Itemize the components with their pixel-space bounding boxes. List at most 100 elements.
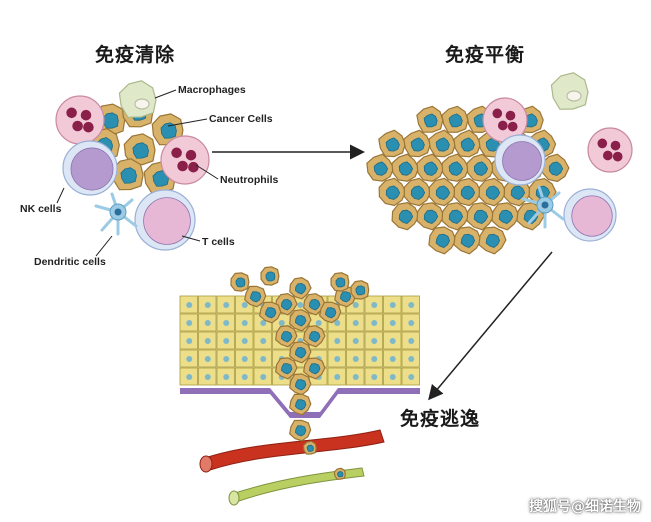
watermark: 搜狐号@细诺生物 xyxy=(529,499,641,515)
epithelial-cell xyxy=(179,349,198,368)
cancer-cell xyxy=(453,177,482,207)
cancer-cell xyxy=(416,105,444,133)
cancer-cell xyxy=(516,202,545,231)
epithelial-cell xyxy=(364,349,383,368)
lymph-vessel xyxy=(231,467,365,503)
epithelial-cell xyxy=(253,349,272,368)
cancer-cell xyxy=(403,177,432,207)
cancer-cell xyxy=(453,226,482,255)
cancer-cell xyxy=(391,201,420,231)
epithelial-cell xyxy=(383,349,402,368)
epithelial-cell xyxy=(401,331,420,350)
label-nk-cells: NK cells xyxy=(20,203,62,215)
epithelial-cell xyxy=(216,367,235,386)
cancer-cell xyxy=(366,153,395,182)
epithelial-cell xyxy=(198,367,217,386)
epithelial-cell xyxy=(383,313,402,332)
cancer-cell xyxy=(441,105,469,133)
macrophage xyxy=(550,72,589,110)
epithelial-cell xyxy=(253,331,272,350)
cancer-cell xyxy=(416,153,445,182)
cancer-cell xyxy=(289,341,312,364)
epithelial-cell xyxy=(346,331,365,350)
epithelial-cell xyxy=(198,349,217,368)
pointer-neutrophils xyxy=(195,164,219,180)
cancer-cell xyxy=(441,202,470,231)
cancer-cell xyxy=(428,129,457,158)
epithelial-cell xyxy=(364,331,383,350)
vessel-lumen xyxy=(199,455,213,473)
arrow-equilibrium-to-escape xyxy=(428,251,553,401)
cancer-cell xyxy=(275,357,298,380)
cancer-cell xyxy=(333,467,346,480)
cancer-cell xyxy=(302,440,317,455)
cancer-cell xyxy=(478,226,507,255)
cancer-cell xyxy=(289,373,312,396)
cancer-cell xyxy=(491,202,520,231)
epithelial-cell xyxy=(216,349,235,368)
cancer-cell xyxy=(289,419,312,442)
cancer-cell xyxy=(319,301,342,324)
epithelial-cell xyxy=(235,313,254,332)
nk-cell xyxy=(494,134,546,186)
epithelial-cell xyxy=(235,367,254,386)
cancer-cell xyxy=(259,301,282,324)
dendritic-cell xyxy=(521,185,565,229)
label-macrophages: Macrophages xyxy=(178,84,246,96)
cancer-cell xyxy=(478,177,507,207)
epithelial-cell xyxy=(198,295,217,314)
cancer-cell xyxy=(330,272,350,292)
neutrophil xyxy=(587,127,633,173)
pointer-macrophages xyxy=(154,89,177,99)
epithelial-cell xyxy=(383,331,402,350)
cancer-cell xyxy=(428,226,457,255)
title-immune-equilibrium: 免疫平衡 xyxy=(445,44,526,66)
cancer-cell xyxy=(303,357,326,380)
epithelial-cell xyxy=(346,313,365,332)
label-neutrophils: Neutrophils xyxy=(220,174,279,186)
cancer-cell xyxy=(428,177,457,207)
epithelial-cell xyxy=(401,295,420,314)
cancer-cell xyxy=(466,153,495,182)
epithelial-cell xyxy=(346,367,365,386)
epithelial-cell xyxy=(179,295,198,314)
neutrophil xyxy=(55,95,105,145)
cancer-cell xyxy=(350,280,370,300)
pointer-t-cells xyxy=(181,235,201,242)
nk-cell xyxy=(62,140,118,196)
pointer-cancer-cells xyxy=(167,118,208,127)
cancer-cell xyxy=(416,202,445,231)
epithelial-cell xyxy=(346,349,365,368)
epithelial-cell xyxy=(235,349,254,368)
cancer-cell xyxy=(378,177,407,207)
cancer-cell xyxy=(289,309,312,332)
t-cell xyxy=(134,189,196,251)
dendritic-cell xyxy=(94,192,138,236)
cancer-cell xyxy=(230,272,250,292)
epithelial-cell xyxy=(216,313,235,332)
epithelial-cell xyxy=(401,313,420,332)
neutrophil xyxy=(160,135,210,185)
cancer-cell xyxy=(441,153,470,182)
t-cell xyxy=(563,188,617,242)
cancer-cell xyxy=(453,129,482,158)
epithelial-cell xyxy=(383,367,402,386)
label-t-cells: T cells xyxy=(202,236,235,248)
epithelial-cell xyxy=(235,331,254,350)
title-immune-escape: 免疫逃逸 xyxy=(400,408,481,430)
epithelial-cell xyxy=(216,295,235,314)
epithelial-cell xyxy=(216,331,235,350)
epithelial-cell xyxy=(401,367,420,386)
cancer-cell xyxy=(275,325,298,348)
cancer-cell xyxy=(466,202,495,231)
epithelial-cell xyxy=(383,295,402,314)
title-immune-clearance: 免疫清除 xyxy=(95,44,176,66)
epithelial-cell xyxy=(364,313,383,332)
epithelial-cell xyxy=(198,331,217,350)
cancer-cell xyxy=(289,393,312,416)
epithelial-cell xyxy=(327,349,346,368)
epithelial-cell xyxy=(253,367,272,386)
cancer-cell xyxy=(289,276,312,300)
